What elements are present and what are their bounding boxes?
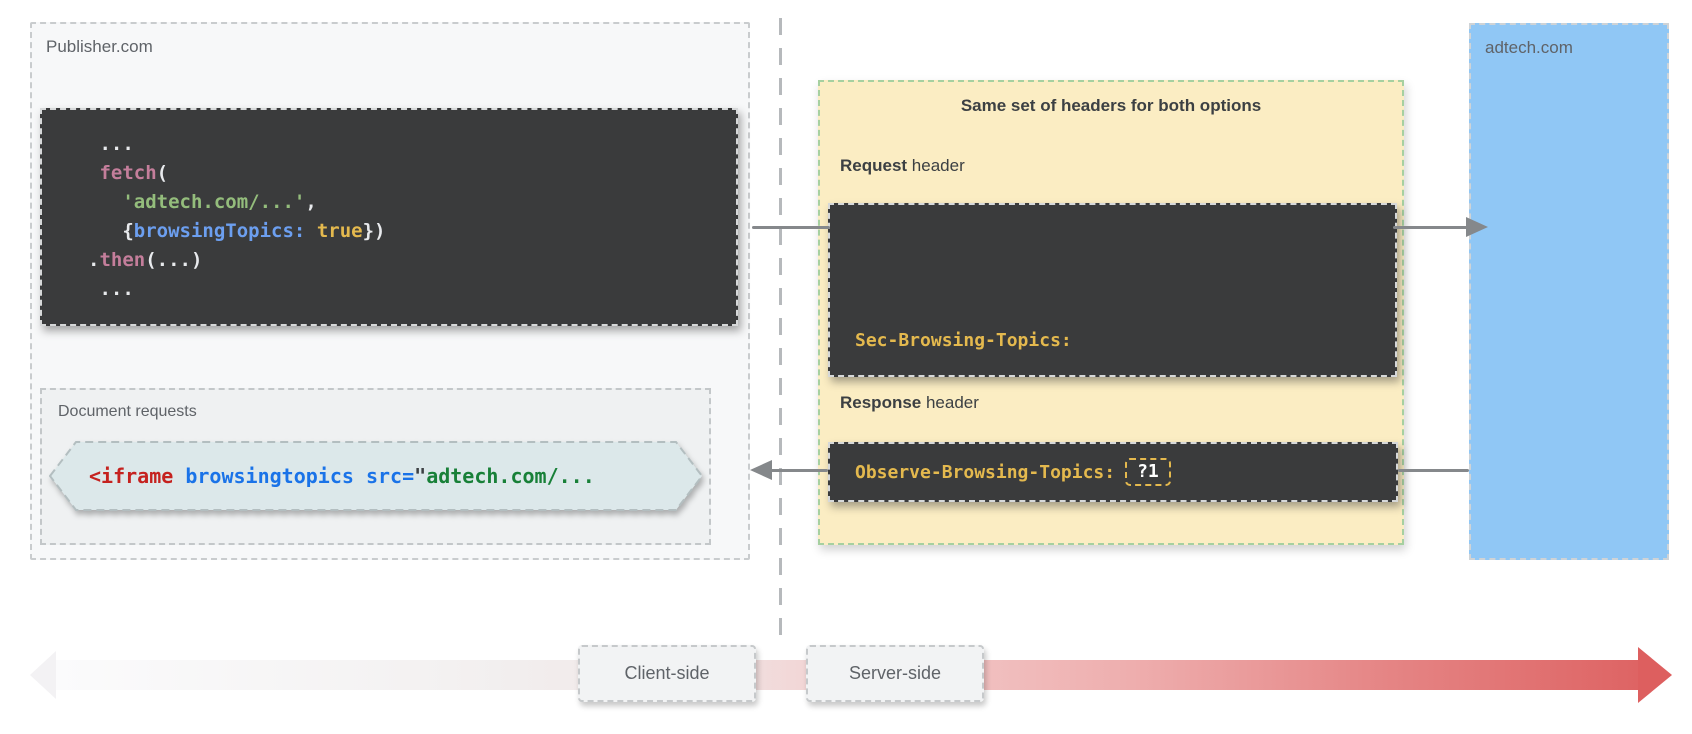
timeline-right-arrowhead-icon	[1638, 647, 1672, 703]
headers-panel-title: Same set of headers for both options	[960, 96, 1262, 115]
server-side-label: Server-side	[848, 663, 942, 683]
client-side-tag: Client-side	[578, 645, 756, 702]
response-line-adtech-to-headers	[1398, 469, 1469, 472]
request-header-label: Request header	[840, 156, 965, 176]
request-header-label-bold: Request	[840, 156, 908, 175]
response-header-label-rest: header	[921, 393, 979, 412]
response-header-code-block: Observe-Browsing-Topics: ?1	[828, 442, 1398, 502]
timeline-left-arrowhead-icon	[30, 651, 56, 699]
request-line-headers-to-adtech	[1393, 226, 1468, 229]
document-requests-label: Document requests	[58, 403, 197, 420]
request-line-publisher-to-headers	[752, 226, 830, 229]
request-header-label-rest: header	[907, 156, 965, 175]
headers-panel: Same set of headers for both options Req…	[818, 80, 1404, 545]
publisher-label: Publisher.com	[46, 37, 153, 56]
response-header-label-bold: Response	[840, 393, 922, 412]
adtech-panel: adtech.com	[1469, 23, 1669, 560]
server-side-tag: Server-side	[806, 645, 984, 702]
iframe-code: <iframe browsingtopics src="adtech.com/.…	[89, 464, 595, 488]
client-side-label: Client-side	[624, 663, 710, 683]
request-arrowhead-icon	[1466, 217, 1488, 237]
response-header-value-chip: ?1	[1125, 458, 1171, 486]
iframe-tag-shape: <iframe browsingtopics src="adtech.com/.…	[49, 440, 703, 512]
client-server-divider	[779, 18, 782, 645]
response-header-name: Observe-Browsing-Topics:	[855, 461, 1116, 483]
adtech-label: adtech.com	[1485, 38, 1573, 57]
document-requests-box: Document requests <iframe browsingtopics…	[40, 388, 711, 545]
response-arrowhead-icon	[750, 460, 772, 480]
response-header-label: Response header	[840, 393, 979, 413]
hexagon-shape-icon	[49, 441, 703, 511]
publisher-panel: Publisher.com ... fetch( 'adtech.com/...…	[30, 22, 750, 560]
request-header-name: Sec-Browsing-Topics:	[855, 330, 1072, 351]
fetch-code-block: ... fetch( 'adtech.com/...', {browsingTo…	[40, 108, 738, 326]
request-header-code-block: Sec-Browsing-Topics: (70 325);v=chrome.1…	[828, 203, 1397, 483]
response-line-headers-to-publisher	[768, 469, 828, 472]
